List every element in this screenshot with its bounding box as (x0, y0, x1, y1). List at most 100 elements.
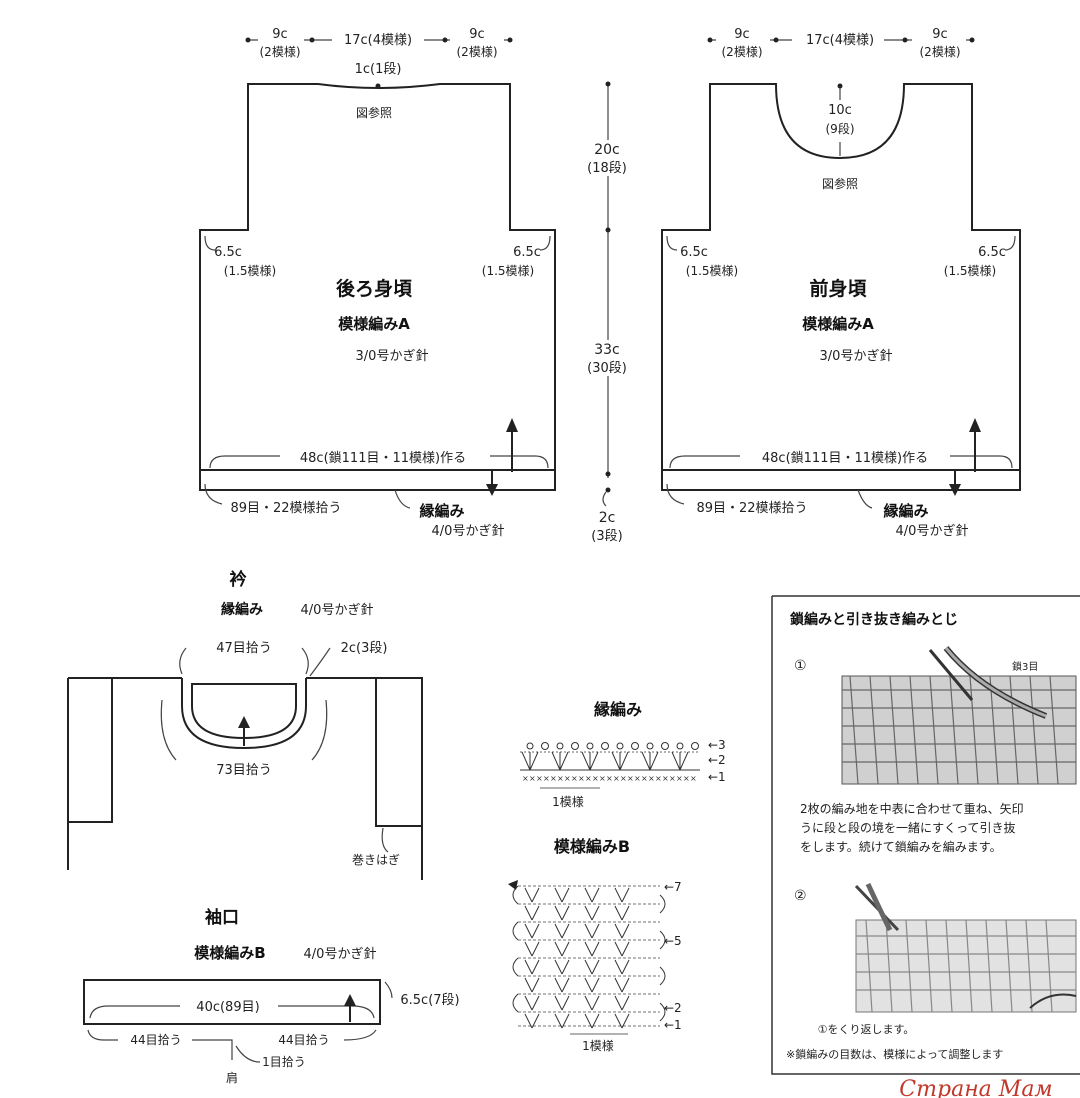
v-stitch-symbol (614, 887, 630, 903)
back-chain: 48c(鎖111目・11模様)作る (300, 450, 466, 466)
back-title: 後ろ身頃 (336, 277, 413, 300)
front-side-right: 6.5c (978, 245, 1006, 260)
dc-fan-symbol (551, 751, 569, 771)
cuff-one: 1目拾う (262, 1054, 306, 1069)
back-dim-right: 9c (469, 27, 484, 42)
v-stitch-symbol (584, 959, 600, 975)
howto-text2: ①をくり返します。 (818, 1023, 915, 1036)
watermark-text: Страна Мам (899, 1077, 1052, 1098)
collar-title: 衿 (230, 569, 247, 590)
collar-hook: 4/0号かぎ針 (301, 603, 374, 618)
dc-fan-symbol (521, 751, 539, 771)
back-neck-label: 1c(1段) (355, 62, 402, 77)
center-top-dim: 20c (594, 142, 620, 158)
v-stitch-symbol (614, 923, 630, 939)
dc-fan-symbol (611, 751, 629, 771)
front-pickup: 89目・22模様拾う (696, 501, 807, 516)
chain-stitch-symbol: × (690, 774, 697, 783)
v-stitch-symbol (524, 923, 540, 939)
v-stitch-symbol (584, 887, 600, 903)
chain-stitch-symbol: × (529, 774, 536, 783)
border-row-3: ←3 (708, 738, 726, 752)
center-bot-dim: 2c (599, 510, 616, 526)
chain-stitch-symbol: × (620, 774, 627, 783)
collar-top-count: 47目拾う (216, 641, 272, 656)
pattern-b-row-7: ←7 (664, 880, 682, 894)
chain-stitch-symbol: × (648, 774, 655, 783)
picot-symbol (691, 742, 699, 750)
v-stitch-symbol (554, 941, 570, 957)
center-dim-line (583, 81, 633, 507)
back-side-right-sub: (1.5模様) (482, 264, 534, 278)
center-top-sub: (18段) (587, 161, 627, 176)
chain-stitch-symbol: × (536, 774, 543, 783)
v-stitch-symbol (524, 887, 540, 903)
turning-chain-symbol (659, 1002, 666, 1022)
back-border: 縁編み (419, 502, 464, 520)
border-row-2: ←2 (708, 753, 726, 767)
cuff-width: 40c(89目) (196, 1000, 259, 1015)
v-stitch-symbol (614, 977, 630, 993)
border-repeat: 1模様 (552, 795, 584, 809)
chain-3-label: 鎖3目 (1012, 660, 1038, 673)
cuff-pattern: 模様編みB (194, 944, 265, 962)
chain-stitch-symbol: × (557, 774, 564, 783)
chain-stitch-symbol: × (613, 774, 620, 783)
pattern-b-row-2: ←2 (664, 1001, 682, 1015)
front-dim-left-sub: (2模様) (722, 45, 763, 59)
back-pickup: 89目・22模様拾う (230, 501, 341, 516)
back-up-arrow-icon (506, 418, 518, 472)
pattern-b-repeat: 1模様 (582, 1039, 614, 1053)
front-side-right-sub: (1.5模様) (944, 264, 996, 278)
front-down-arrow-icon (949, 470, 961, 496)
border-row-1: ←1 (708, 770, 726, 784)
top-dims-right: 9c (2模様) 17c(4模様) 9c (2模様) (707, 27, 975, 62)
front-neck-label: 10c (828, 103, 852, 118)
howto-text1-l1: 2枚の編み地を中表に合わせて重ね、矢印 (800, 801, 1024, 816)
center-mid-dim: 33c (594, 342, 620, 358)
collar-depth: 2c(3段) (341, 641, 388, 656)
picot-symbol (526, 742, 534, 750)
chain-stitch-symbol: × (585, 774, 592, 783)
v-stitch-symbol (584, 995, 600, 1011)
picot-symbol (571, 742, 579, 750)
back-dim-mid: 17c(4模様) (344, 33, 412, 48)
front-hook: 3/0号かぎ針 (820, 349, 893, 364)
front-title: 前身頃 (809, 277, 867, 300)
back-body-outline (199, 83, 556, 505)
cuff-outline (83, 979, 393, 1060)
picot-symbol (676, 742, 684, 750)
back-border-leader (394, 489, 411, 509)
turning-chain-symbol (512, 885, 519, 905)
back-dim-left-sub: (2模様) (260, 45, 301, 59)
front-border-hook: 4/0号かぎ針 (896, 524, 969, 539)
collar-outline (67, 647, 423, 880)
seam-leader (381, 827, 389, 853)
chain-stitch-symbol: × (683, 774, 690, 783)
back-border-hook: 4/0号かぎ針 (432, 524, 505, 539)
front-pattern: 模様編みA (802, 315, 874, 333)
howto-note: ※鎖編みの目数は、模様によって調整します (786, 1047, 1003, 1061)
front-side-left: 6.5c (680, 245, 708, 260)
collar-seam: 巻きはぎ (352, 853, 400, 867)
chain-stitch-symbol: × (676, 774, 683, 783)
picot-symbol (661, 742, 669, 750)
back-side-right: 6.5c (513, 245, 541, 260)
v-stitch-symbol (524, 941, 540, 957)
turning-chain-symbol (659, 894, 666, 914)
howto-title: 鎖編みと引き抜き編みとじ (790, 611, 958, 628)
turning-chain-symbol (512, 957, 519, 977)
chain-stitch-symbol: × (627, 774, 634, 783)
cuff-one-leader (235, 1045, 261, 1063)
front-neck-sub: (9段) (826, 121, 855, 136)
chain-stitch-symbol: × (655, 774, 662, 783)
v-stitch-symbol (584, 941, 600, 957)
v-stitch-symbol (614, 905, 630, 921)
front-border: 縁編み (883, 502, 928, 520)
v-stitch-symbol (554, 1013, 570, 1029)
howto-box (771, 595, 1080, 1075)
v-stitch-symbol (524, 959, 540, 975)
howto-step2: ② (794, 888, 807, 904)
border-stitch-chart: ××××××××××××××××××××××××× (520, 742, 700, 789)
pattern-b-row-5: ←5 (664, 934, 682, 948)
